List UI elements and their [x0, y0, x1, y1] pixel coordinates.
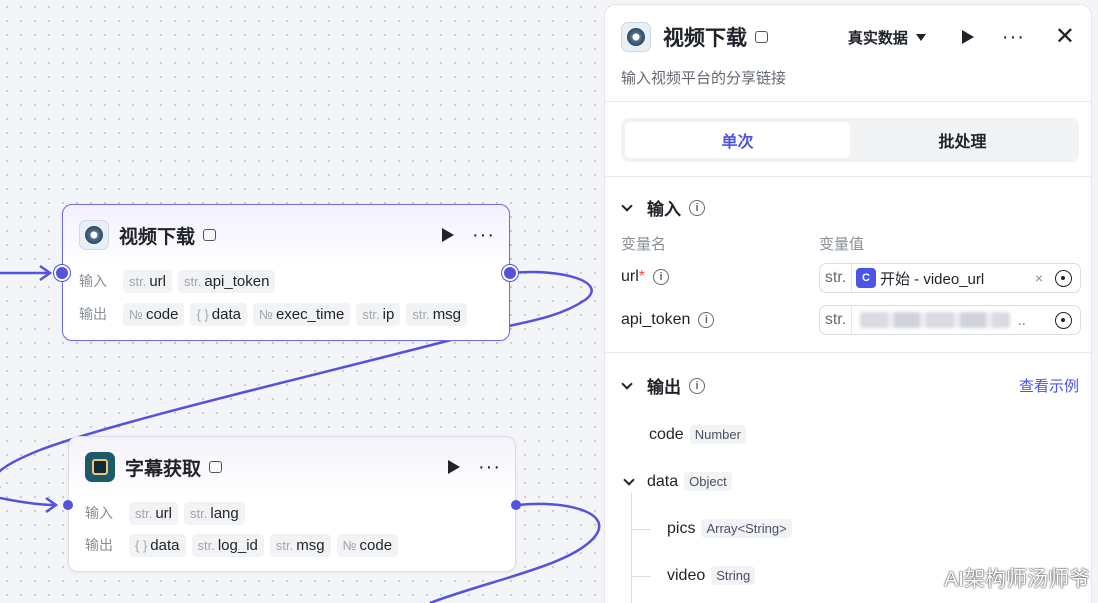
output-label: 输出	[79, 306, 107, 322]
variable-picker-icon[interactable]	[1055, 269, 1072, 287]
run-node-icon[interactable]	[448, 460, 461, 474]
chevron-down-icon[interactable]	[623, 473, 635, 486]
input-label: 输入	[85, 505, 113, 521]
view-example-link[interactable]: 查看示例	[1018, 378, 1079, 395]
input-tag-lang: str.lang	[184, 501, 245, 525]
output-field-pics: pics Array<String>	[667, 519, 792, 538]
node-output-port[interactable]	[502, 265, 518, 281]
divider	[605, 101, 1091, 102]
input-section-title: 输入	[647, 200, 681, 219]
more-options-icon[interactable]: ···	[1001, 26, 1025, 48]
input-section-toggle[interactable]: 输入 i	[621, 195, 705, 220]
type-tag: Object	[684, 472, 732, 491]
close-icon[interactable]: ✕	[1054, 23, 1075, 50]
output-field-code: code Number	[649, 425, 746, 444]
tree-connector	[631, 493, 632, 603]
tab-single[interactable]: 单次	[625, 122, 850, 158]
run-node-icon[interactable]	[442, 228, 455, 242]
var-name-api-token: api_token i	[621, 311, 715, 329]
divider	[605, 352, 1091, 353]
masked-token-value	[860, 312, 1010, 328]
info-icon[interactable]: i	[689, 199, 705, 216]
info-icon[interactable]: i	[698, 312, 715, 328]
clear-icon[interactable]: ×	[1034, 270, 1043, 286]
panel-description: 输入视频平台的分享链接	[621, 70, 787, 87]
input-tag-api-token: str.api_token	[178, 269, 276, 293]
var-type: str.	[820, 264, 852, 292]
plugin-badge-icon	[203, 229, 217, 241]
output-tag-msg: str.msg	[269, 533, 331, 557]
node-title: 视频下载	[119, 226, 196, 248]
tab-batch[interactable]: 批处理	[938, 134, 987, 151]
node-input-row: 输入 str.url str.lang	[85, 501, 245, 525]
tree-connector	[631, 529, 651, 530]
info-icon[interactable]: i	[653, 269, 670, 285]
api-token-value-field[interactable]: str. ..	[819, 305, 1081, 335]
output-field-data[interactable]: data Object	[623, 472, 732, 491]
node-subtitle-fetch[interactable]: 字幕获取 ··· 输入 str.url str.lang 输出 { }data …	[68, 436, 516, 572]
output-section-title: 输出	[647, 378, 681, 397]
video-download-icon	[79, 220, 109, 250]
node-header: 视频下载 ···	[79, 219, 495, 251]
plugin-badge-icon	[209, 461, 223, 473]
run-mode-tabs: 单次 批处理	[621, 118, 1079, 162]
input-label: 输入	[79, 273, 107, 289]
column-header-value: 变量值	[819, 236, 865, 253]
output-tag-msg: str.msg	[406, 302, 468, 326]
chevron-down-icon	[621, 199, 633, 212]
column-header-name: 变量名	[621, 236, 667, 253]
panel-title: 视频下载	[663, 27, 747, 50]
type-tag: Number	[689, 425, 746, 444]
input-tag-url: str.url	[123, 269, 173, 293]
var-type: str.	[820, 306, 852, 334]
node-input-port[interactable]	[63, 500, 73, 510]
tree-connector	[631, 576, 651, 577]
panel-header: 视频下载 真实数据 ··· ✕	[621, 21, 1075, 53]
chevron-down-icon	[621, 377, 633, 390]
type-tag: Array<String>	[701, 519, 792, 538]
more-options-icon[interactable]: ···	[472, 224, 495, 246]
divider	[605, 176, 1091, 177]
variable-reference-chip[interactable]: C 开始 - video_url	[856, 268, 984, 289]
watermark: AI架构师汤师爷	[944, 568, 1090, 591]
node-title: 字幕获取	[125, 458, 202, 480]
required-mark: *	[638, 268, 646, 285]
output-tag-log-id: str.log_id	[191, 533, 264, 557]
output-tag-data: { }data	[129, 533, 186, 557]
output-section-toggle[interactable]: 输出 i	[621, 373, 705, 398]
run-test-icon[interactable]	[961, 30, 974, 44]
node-detail-panel: 视频下载 真实数据 ··· ✕ 输入视频平台的分享链接 单次 批处理 输入 i …	[604, 4, 1092, 603]
node-input-port[interactable]	[54, 265, 70, 281]
variable-picker-icon[interactable]	[1055, 311, 1072, 329]
type-tag: String	[711, 566, 756, 585]
input-tag-url: str.url	[129, 501, 179, 525]
subtitle-fetch-icon	[85, 452, 115, 482]
ellipsis: ..	[1018, 312, 1026, 328]
info-icon[interactable]: i	[689, 377, 705, 394]
start-node-icon: C	[856, 268, 876, 288]
video-download-icon	[621, 22, 651, 52]
output-tag-data: { }data	[190, 302, 247, 326]
output-label: 输出	[85, 537, 113, 553]
data-mode-select[interactable]: 真实数据	[848, 27, 926, 48]
node-output-port[interactable]	[511, 500, 521, 510]
more-options-icon[interactable]: ···	[478, 456, 501, 478]
node-input-row: 输入 str.url str.api_token	[79, 269, 276, 293]
caret-down-icon	[915, 33, 926, 41]
output-field-video: video String	[667, 566, 756, 585]
var-name-url: url* i	[621, 268, 670, 286]
url-value-field[interactable]: str. C 开始 - video_url ×	[819, 263, 1081, 293]
output-tag-ip: str.ip	[356, 302, 401, 326]
plugin-badge-icon	[755, 31, 768, 43]
data-mode-label: 真实数据	[847, 29, 908, 47]
node-header: 字幕获取 ···	[85, 451, 501, 483]
